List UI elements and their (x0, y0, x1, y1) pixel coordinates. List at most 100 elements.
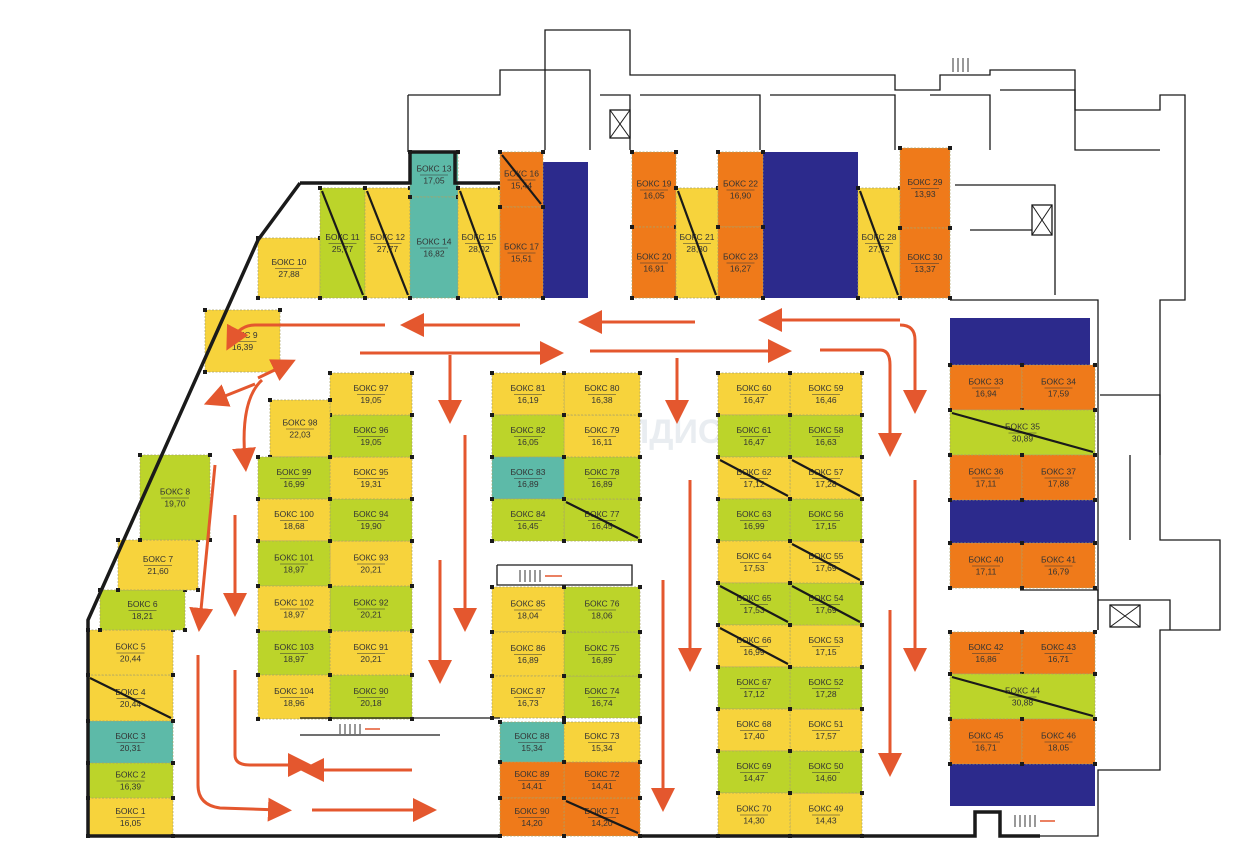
box-cell[interactable] (499, 761, 565, 799)
box-cell[interactable] (789, 666, 863, 710)
box-cell[interactable] (499, 797, 565, 837)
box-cell[interactable] (717, 708, 791, 752)
box-cell[interactable] (717, 540, 791, 584)
box-cell[interactable] (949, 364, 1023, 411)
box-cell[interactable] (717, 750, 791, 794)
box-cell[interactable] (491, 372, 565, 416)
box-cell[interactable] (717, 226, 764, 299)
box-cell[interactable] (563, 456, 641, 500)
parking-box[interactable]: БОКС 216,39 (86, 761, 175, 800)
box-cell[interactable] (789, 414, 863, 458)
parking-box[interactable]: БОКС 420,44 (86, 673, 175, 723)
box-cell[interactable] (631, 226, 677, 299)
box-cell[interactable] (717, 414, 791, 458)
box-cell[interactable] (563, 721, 641, 763)
box-cell[interactable] (491, 631, 565, 677)
box-cell[interactable] (257, 630, 331, 676)
box-cell[interactable] (257, 456, 331, 500)
box-cell[interactable] (329, 456, 413, 500)
box-cell[interactable] (499, 206, 544, 299)
box-cell[interactable] (563, 761, 641, 799)
box-cell[interactable] (491, 414, 565, 458)
box-cell[interactable] (563, 414, 641, 458)
box-cell[interactable] (257, 237, 321, 299)
box-cell[interactable] (491, 498, 565, 542)
parking-box[interactable]: БОКС 116,05 (86, 796, 175, 838)
box-cell[interactable] (257, 540, 331, 587)
box-cell[interactable] (789, 372, 863, 416)
box-cell[interactable] (257, 585, 331, 632)
box-cell[interactable] (1021, 454, 1096, 501)
box-cell[interactable] (717, 666, 791, 710)
box-cell[interactable] (87, 629, 174, 676)
box-cell[interactable] (329, 372, 413, 416)
box-cell[interactable] (139, 454, 211, 541)
box-cell[interactable] (899, 227, 951, 299)
box-cell[interactable] (87, 797, 174, 837)
box-cell[interactable] (329, 585, 413, 632)
box-cell[interactable] (409, 196, 459, 299)
box-cell[interactable] (1021, 364, 1096, 411)
box-cell[interactable] (563, 372, 641, 416)
box-cell[interactable] (329, 540, 413, 587)
box-cell[interactable] (329, 674, 413, 720)
box-cell[interactable] (717, 372, 791, 416)
parking-box[interactable]: БОКС 320,31 (86, 719, 175, 765)
box-cell[interactable] (409, 151, 459, 198)
box-cell[interactable] (563, 586, 641, 633)
box-cell[interactable] (717, 624, 791, 668)
box-cell[interactable] (717, 151, 764, 228)
parking-box[interactable]: БОКС 618,21 (98, 588, 187, 632)
box-cell[interactable] (717, 498, 791, 542)
box-cell[interactable] (563, 675, 641, 719)
box-cell[interactable] (789, 792, 863, 837)
